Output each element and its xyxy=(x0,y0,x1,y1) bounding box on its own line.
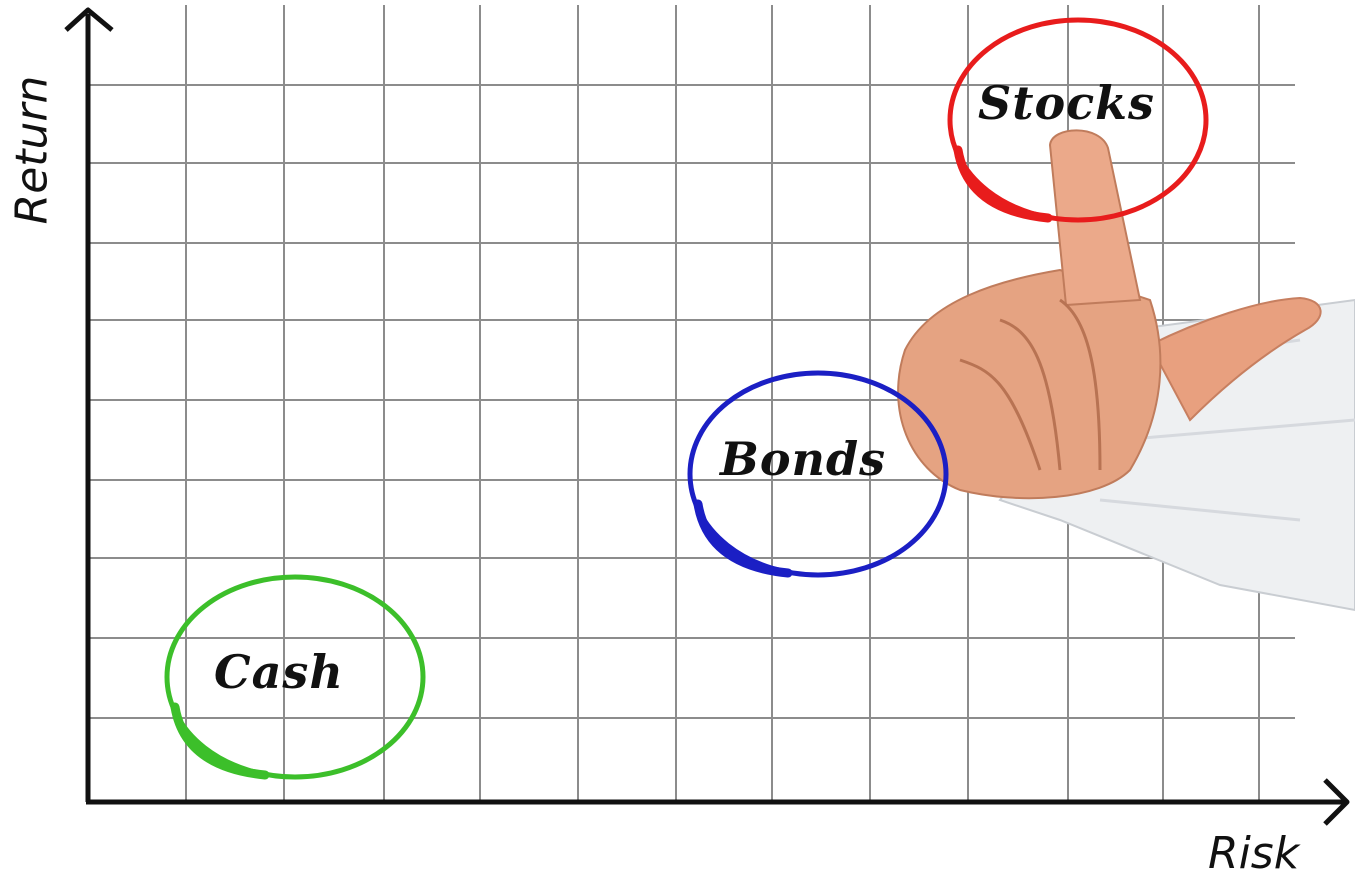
cash-label: Cash xyxy=(214,645,344,699)
x-axis-label: Risk xyxy=(1208,828,1299,879)
bonds-ellipse-stroke xyxy=(698,504,788,573)
stocks-label: Stocks xyxy=(978,76,1155,130)
y-axis-label: Return xyxy=(7,76,58,225)
bonds-label: Bonds xyxy=(720,432,886,486)
pointing-hand-icon xyxy=(898,130,1355,610)
stocks-ellipse-stroke xyxy=(958,150,1048,218)
